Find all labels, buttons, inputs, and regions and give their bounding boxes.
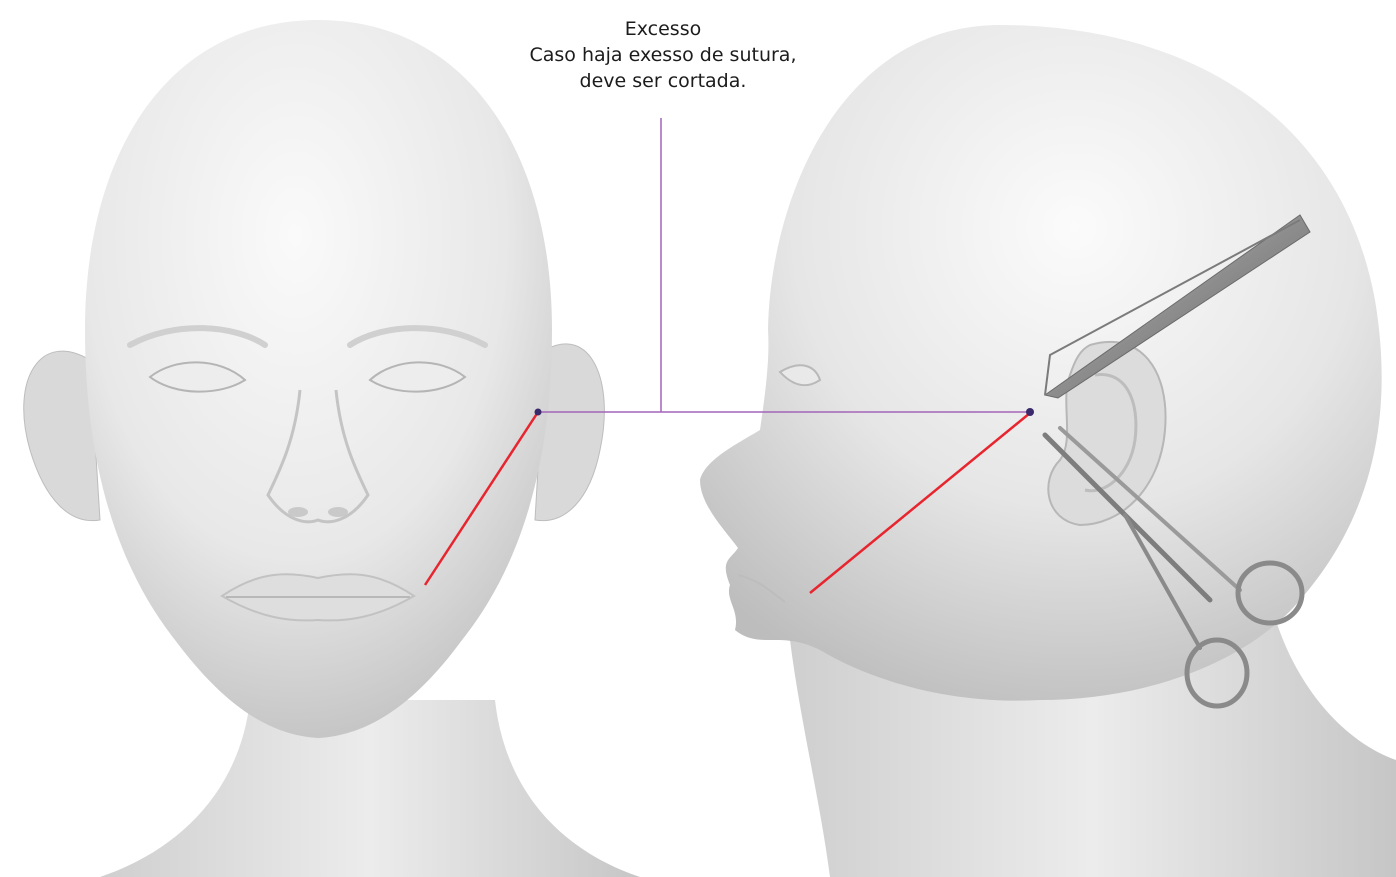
side-head-shape <box>700 25 1382 701</box>
front-neck <box>100 700 640 877</box>
front-view-head <box>24 20 640 877</box>
front-suture-point <box>535 409 542 416</box>
side-suture-point <box>1026 408 1034 416</box>
front-nostril-left <box>288 507 308 517</box>
annotation-body-line2: deve ser cortada. <box>463 68 863 94</box>
front-nostril-right <box>328 507 348 517</box>
side-view-head <box>700 25 1396 877</box>
excess-annotation: Excesso Caso haja exesso de sutura, deve… <box>463 16 863 94</box>
annotation-title: Excesso <box>463 16 863 42</box>
annotation-body-line1: Caso haja exesso de sutura, <box>463 42 863 68</box>
